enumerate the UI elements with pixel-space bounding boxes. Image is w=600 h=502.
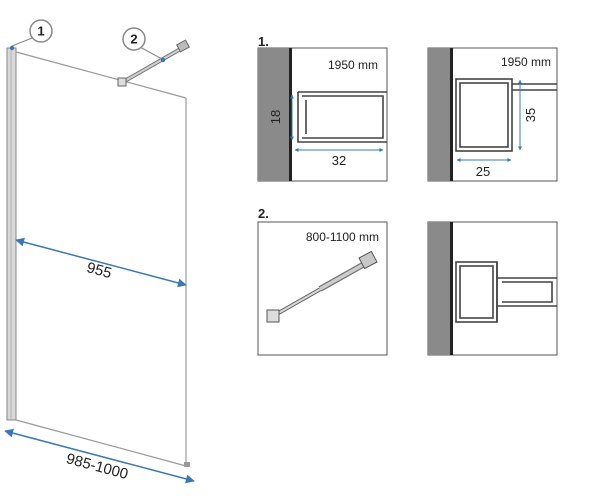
- bracket-profile: [455, 261, 557, 323]
- u-profile-left: [297, 91, 387, 143]
- stabilizer-bar: [117, 39, 190, 87]
- wall-profile: [6, 47, 17, 421]
- range-label: 800-1100 mm: [306, 230, 379, 244]
- detail-1-left: 1950 mm 18 32: [257, 47, 388, 182]
- callout-1-circle: [29, 19, 53, 43]
- total-width-dimension: 985-1000: [4, 428, 195, 484]
- detail-2-left: 800-1100 mm: [257, 221, 388, 356]
- callout-1: 1: [9, 19, 53, 51]
- dim-vertical-1-left: 18: [268, 110, 283, 124]
- bar-illustration: [266, 250, 378, 323]
- detail-2-right: [427, 221, 558, 356]
- main-panel-drawing: 1 2 955 985-1000: [4, 19, 195, 484]
- dim-vertical-1-right: 35: [523, 108, 538, 122]
- height-label-1-right: 1950 mm: [501, 55, 551, 69]
- callout-2: 2: [122, 27, 166, 63]
- callout-2-number: 2: [130, 32, 137, 47]
- section-1-title: 1.: [258, 34, 269, 49]
- dim-horizontal-1-right: 25: [476, 164, 490, 179]
- callout-1-number: 1: [37, 24, 44, 39]
- detail-1-right: 1950 mm 35 25: [427, 47, 558, 182]
- wall-section: [258, 48, 289, 181]
- callout-2-circle: [122, 27, 146, 51]
- width-label: 955: [85, 259, 114, 282]
- glass-pane: [15, 51, 187, 467]
- width-dimension: 955: [15, 237, 187, 288]
- section-2-title: 2.: [258, 206, 269, 221]
- dim-horizontal-1-left: 32: [332, 153, 346, 168]
- height-label-1-left: 1950 mm: [328, 58, 378, 72]
